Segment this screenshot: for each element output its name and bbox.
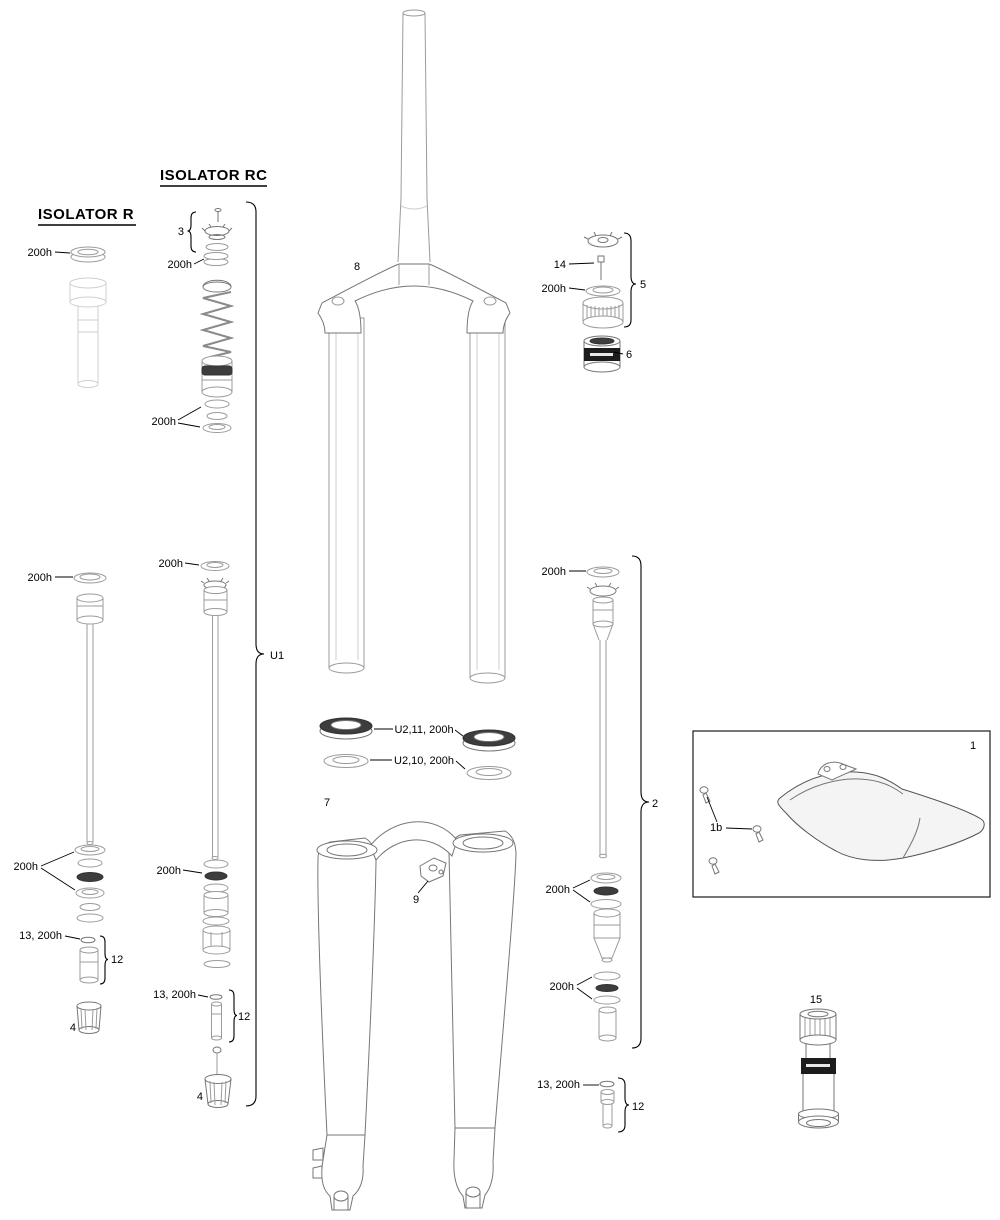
label-ir-seal-stack: 200h <box>14 861 38 873</box>
label-damper-group: 2 <box>652 798 658 810</box>
damper-topcap-body <box>582 296 624 329</box>
label-damper-shaft-group: 12 <box>632 1101 644 1113</box>
rc-seal-stack <box>202 859 231 968</box>
grease-tub <box>583 335 621 373</box>
brace-u1 <box>245 201 265 1107</box>
damper-seal-stack-lower <box>593 971 621 1042</box>
rc-adjuster-seal <box>203 252 229 266</box>
fender-screw-2 <box>752 825 764 843</box>
brace-part-12-damper <box>617 1077 630 1133</box>
label-fender-screws: 1b <box>710 822 722 834</box>
label-rc-adjuster-group: 3 <box>178 226 184 238</box>
label-grease-tool: 15 <box>810 994 822 1006</box>
grease-tool-part <box>798 1008 839 1129</box>
label-guide: 9 <box>413 894 419 906</box>
lowers-assembly <box>312 821 517 1211</box>
fender-screw-1 <box>699 786 711 804</box>
label-damper-stack-upper: 200h <box>546 884 570 896</box>
isolator-r-rebound-knob <box>76 1001 102 1034</box>
label-rc-seal-stack: 200h <box>157 865 181 877</box>
brace-part-3 <box>187 211 197 253</box>
dust-seal-left <box>319 717 373 740</box>
label-topcap-seal: 200h <box>542 283 566 295</box>
label-damper-stack-lower: 200h <box>550 981 574 993</box>
label-ir-oring: 13, 200h <box>19 930 62 942</box>
lower-leg-left <box>312 837 377 1211</box>
isolator-r-air-cap <box>69 277 107 388</box>
heading-isolator-r: ISOLATOR R <box>38 206 136 226</box>
braces <box>99 201 650 1133</box>
stanchion-left <box>328 317 365 674</box>
rc-spring-seals <box>202 399 232 433</box>
isolator-r-title: ISOLATOR R <box>38 206 134 223</box>
fender-screw-3 <box>708 857 720 875</box>
rc-rebound-parts <box>209 994 223 1041</box>
label-fender-group: 1 <box>970 740 976 752</box>
rc-coil-spring <box>199 279 235 398</box>
label-csu: 8 <box>354 261 360 273</box>
label-rc-seal-adjuster: 200h <box>168 259 192 271</box>
damper-shaft-seal <box>586 566 620 578</box>
label-ir-rebound-group: 12 <box>111 954 123 966</box>
label-foam-ring: U2,10, 200h <box>394 755 454 767</box>
csu-assembly <box>317 9 511 684</box>
isolator-r-rebound-parts <box>79 936 99 984</box>
label-damper-oring: 13, 200h <box>537 1079 580 1091</box>
rc-rebound-knob <box>204 1046 232 1108</box>
label-rc-oring: 13, 200h <box>153 989 196 1001</box>
label-topcap-group: 5 <box>640 279 646 291</box>
dust-seal-right <box>462 729 516 752</box>
foam-ring-right <box>466 766 512 780</box>
dust-seals <box>319 717 516 780</box>
damper-needle <box>597 255 605 280</box>
part-labels: 200h 200h 200h 13, 200h 12 4 3 200h 200h… <box>14 226 977 1113</box>
fender-box-frame <box>692 730 991 898</box>
steerer-tube <box>397 9 431 263</box>
damper-piston <box>593 908 621 963</box>
isolator-rc-assembly <box>199 208 235 1108</box>
label-lowers: 7 <box>324 797 330 809</box>
brace-part-12-rc <box>228 989 238 1043</box>
rc-adjuster-parts <box>201 208 233 251</box>
isolator-r-top-seal <box>70 246 106 263</box>
isolator-r-assembly <box>69 246 107 1034</box>
label-needle: 14 <box>554 259 566 271</box>
cable-guide-part <box>419 857 447 883</box>
brace-part-5 <box>623 232 637 328</box>
rc-shaft-assembly <box>200 561 230 860</box>
damper-assembly <box>582 231 624 1129</box>
fender-box <box>692 730 991 898</box>
isolator-rc-title: ISOLATOR RC <box>160 167 267 184</box>
label-rc-knob: 4 <box>197 1091 203 1103</box>
label-rc-group-brace: U1 <box>270 650 284 662</box>
label-ir-seal-top: 200h <box>28 247 52 259</box>
stanchion-right <box>469 317 506 684</box>
label-grease: 6 <box>626 349 632 361</box>
lower-leg-right <box>448 830 517 1209</box>
foam-ring-left <box>323 754 369 768</box>
damper-shaft <box>586 582 620 859</box>
label-dust-seal: U2,11, 200h <box>394 724 453 736</box>
label-rc-seal-shaft: 200h <box>159 558 183 570</box>
label-rc-rebound-group: 12 <box>238 1011 250 1023</box>
isolator-r-seal-stack <box>74 844 106 923</box>
brace-part-12-left <box>99 935 109 985</box>
leader-lines <box>40 251 753 1086</box>
damper-seal-stack-upper <box>590 872 622 909</box>
fender-part <box>777 761 985 861</box>
label-damper-seal-shaft: 200h <box>542 566 566 578</box>
heading-isolator-rc: ISOLATOR RC <box>160 167 267 187</box>
label-ir-seal-shaft: 200h <box>28 572 52 584</box>
isolator-r-shaft-assembly <box>73 572 107 845</box>
damper-topcap-star <box>583 231 623 248</box>
damper-topcap-seal <box>585 285 621 297</box>
brace-part-2 <box>631 555 650 1049</box>
label-rc-seal-spring: 200h <box>152 416 176 428</box>
damper-bottom-parts <box>599 1080 615 1129</box>
label-ir-knob: 4 <box>70 1022 76 1034</box>
lowers-arch <box>316 821 514 861</box>
fork-crown <box>317 263 511 334</box>
